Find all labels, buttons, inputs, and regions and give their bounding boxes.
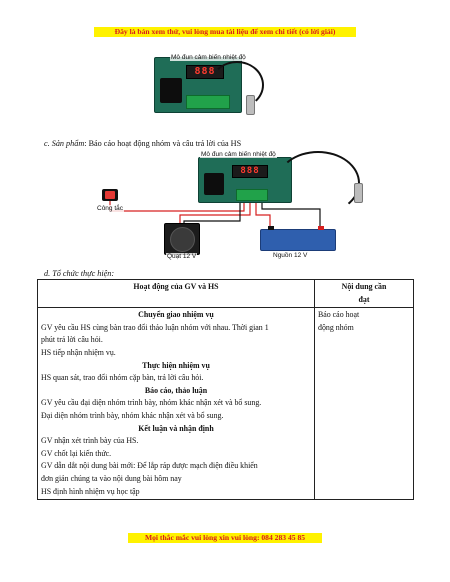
product-text: : Báo cáo hoạt động nhóm và câu trả lời … (84, 139, 242, 148)
relay (160, 78, 182, 103)
figure-sensor-module: Mô đun cảm biến nhiệt độ 888 (150, 51, 268, 115)
section-title: Thực hiện nhiệm vụ (142, 360, 210, 370)
section-title: Báo cáo, thảo luận (144, 385, 208, 395)
section-line: đơn giản chúng ta vào nội dung bài hôm n… (41, 473, 182, 483)
section-line: GV yêu cầu đại diện nhóm trình bày, nhóm… (41, 398, 262, 408)
activity-cell: Chuyển giao nhiệm vụ GV yêu cầu HS cùng … (37, 307, 315, 501)
fan-blades (170, 227, 195, 252)
section-line: GV dẫn dắt nội dung bài mới: Để lắp ráp … (41, 461, 258, 471)
col1-header: Hoạt động của GV và HS (37, 278, 315, 309)
preview-banner: Đây là bản xem thử, vui lòng mua tài liệ… (94, 27, 356, 37)
section-title: Chuyển giao nhiệm vụ (138, 310, 214, 320)
section-line: HS định hình nhiệm vụ học tập (41, 486, 140, 496)
activity-table: Hoạt động của GV và HS Nội dung cần đạt … (37, 278, 414, 501)
circuit-module-caption: Mô đun cảm biến nhiệt độ (200, 151, 277, 158)
section-line: GV nhận xét trình bày của HS. (41, 436, 139, 446)
battery (260, 229, 336, 251)
product-line: c. Sản phẩm: Báo cáo hoạt động nhóm và c… (44, 138, 241, 149)
contact-banner: Mọi thắc mắc vui lòng xin vui lòng: 084 … (128, 533, 322, 543)
battery-terminal-neg (268, 226, 274, 230)
product-label: c. Sản phẩm (44, 139, 85, 148)
circuit-module-display: 888 (232, 165, 268, 178)
module-caption: Mô đun cảm biến nhiệt độ (170, 54, 247, 61)
organize-line: d. Tổ chức thực hiện: (44, 268, 114, 279)
section-line: HS quan sát, trao đổi nhóm cặp bàn, trả … (41, 373, 204, 383)
battery-terminal-pos (318, 226, 324, 230)
section-line: GV chốt lại kiến thức. (41, 448, 112, 458)
switch-caption: Công tắc (96, 205, 125, 212)
col2-header: Nội dung cần đạt (314, 278, 414, 309)
table-header-row: Hoạt động của GV và HS Nội dung cần đạt (37, 278, 414, 309)
section-line: HS tiếp nhận nhiệm vụ. (41, 347, 116, 357)
circuit-terminal-block (236, 189, 268, 201)
sensor-cable (210, 61, 264, 109)
switch (102, 189, 118, 201)
section-line: Đại diện nhóm trình bày, nhóm khác nhận … (41, 410, 224, 420)
section-title: Kết luận và nhận định (138, 423, 214, 433)
content-cell: Báo cáo hoạt động nhóm (314, 307, 414, 501)
circuit-wires (109, 197, 321, 231)
switch-rocker (105, 191, 115, 199)
figure-circuit: Mô đun cảm biến nhiệt độ 888 Công tắc Qu… (80, 149, 370, 261)
section-line: phút trả lời câu hỏi. (41, 335, 103, 345)
fan (164, 223, 200, 255)
content-line2: động nhóm (318, 322, 354, 332)
col2-header-line2: đạt (358, 294, 370, 304)
battery-caption: Nguồn 12 V (272, 252, 309, 259)
circuit-relay (204, 173, 224, 195)
organize-label: d. Tổ chức thực hiện: (44, 269, 115, 278)
table-body-row: Chuyển giao nhiệm vụ GV yêu cầu HS cùng … (37, 307, 414, 501)
content-line1: Báo cáo hoạt (318, 310, 360, 320)
sensor-probe (246, 95, 255, 115)
circuit-sensor-probe (354, 183, 363, 203)
fan-caption: Quạt 12 V (166, 253, 198, 260)
section-line: GV yêu cầu HS cùng bàn trao đổi thảo luậ… (41, 322, 269, 332)
col2-header-line1: Nội dung cần (341, 282, 387, 291)
circuit-sensor-cable (276, 151, 360, 215)
